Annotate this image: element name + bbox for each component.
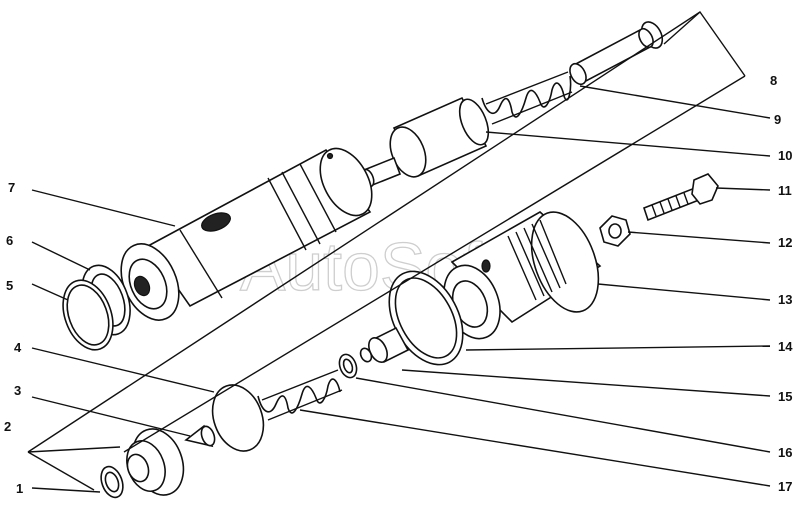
callout-4: 4 xyxy=(14,340,22,355)
leader-lines xyxy=(31,85,771,493)
callout-14: 14 xyxy=(778,339,793,354)
callout-12: 12 xyxy=(778,235,792,250)
callout-11: 11 xyxy=(778,183,792,198)
part-15-valve xyxy=(359,326,410,364)
callout-10: 10 xyxy=(778,148,792,163)
callout-8: 8 xyxy=(770,73,777,88)
part-10-sleeve xyxy=(361,96,490,188)
axis-lines xyxy=(27,10,746,491)
callout-16: 16 xyxy=(778,445,792,460)
callout-6: 6 xyxy=(6,233,13,248)
callout-13: 13 xyxy=(778,292,792,307)
part-5-ring xyxy=(62,279,114,351)
part-12-nut xyxy=(599,215,631,247)
part-17-spring xyxy=(257,369,343,421)
part-7-housing xyxy=(120,147,373,321)
part-3-cone xyxy=(184,424,216,448)
callout-9: 9 xyxy=(774,112,781,127)
callout-2: 2 xyxy=(4,419,11,434)
part-1-washer xyxy=(100,465,124,499)
callout-5: 5 xyxy=(6,278,13,293)
part-16-ring xyxy=(338,353,358,379)
callout-3: 3 xyxy=(14,383,21,398)
part-11-bolt xyxy=(643,173,719,222)
part-2-plug xyxy=(126,428,185,496)
part-9-spring xyxy=(481,71,573,125)
callout-1: 1 xyxy=(16,481,23,496)
part-4-snap-ring xyxy=(211,384,265,452)
callout-17: 17 xyxy=(778,479,792,494)
part-8-shaft xyxy=(569,21,664,86)
callout-7: 7 xyxy=(8,180,15,195)
callout-15: 15 xyxy=(778,389,792,404)
callout-numbers: 1 2 3 4 5 6 7 8 9 10 11 12 13 14 15 16 1… xyxy=(4,73,793,496)
